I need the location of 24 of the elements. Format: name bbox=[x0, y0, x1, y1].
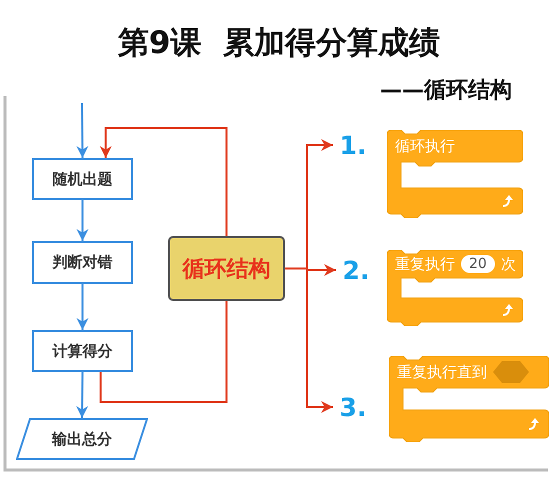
subtitle: ——循环结构 bbox=[380, 77, 512, 105]
code-block bbox=[387, 130, 523, 218]
arrow bbox=[76, 372, 88, 418]
arrow bbox=[76, 200, 88, 241]
step-number: 2. bbox=[336, 253, 376, 287]
title: 第9课 累加得分算成绩 bbox=[116, 24, 442, 63]
output-parallelogram: 输出总分 bbox=[16, 418, 148, 460]
arrow bbox=[76, 284, 88, 330]
block-label: 重复执行直到 bbox=[397, 362, 487, 382]
process-box: 计算得分 bbox=[32, 330, 133, 372]
step-number: 1. bbox=[333, 128, 373, 162]
process-box: 随机出题 bbox=[32, 158, 133, 200]
arrow bbox=[76, 102, 88, 158]
code-block bbox=[389, 356, 549, 442]
step-number: 3. bbox=[333, 390, 373, 424]
arrow bbox=[100, 127, 228, 236]
number-input: 20 bbox=[461, 255, 495, 273]
block-label: 重复执行 bbox=[395, 254, 455, 274]
connector-line bbox=[100, 301, 228, 403]
block-label: 循环执行 bbox=[395, 136, 455, 156]
code-block bbox=[387, 250, 523, 326]
loop-structure-box: 循环结构 bbox=[168, 236, 285, 301]
process-box: 判断对错 bbox=[32, 241, 133, 284]
block-label: 次 bbox=[500, 254, 516, 274]
